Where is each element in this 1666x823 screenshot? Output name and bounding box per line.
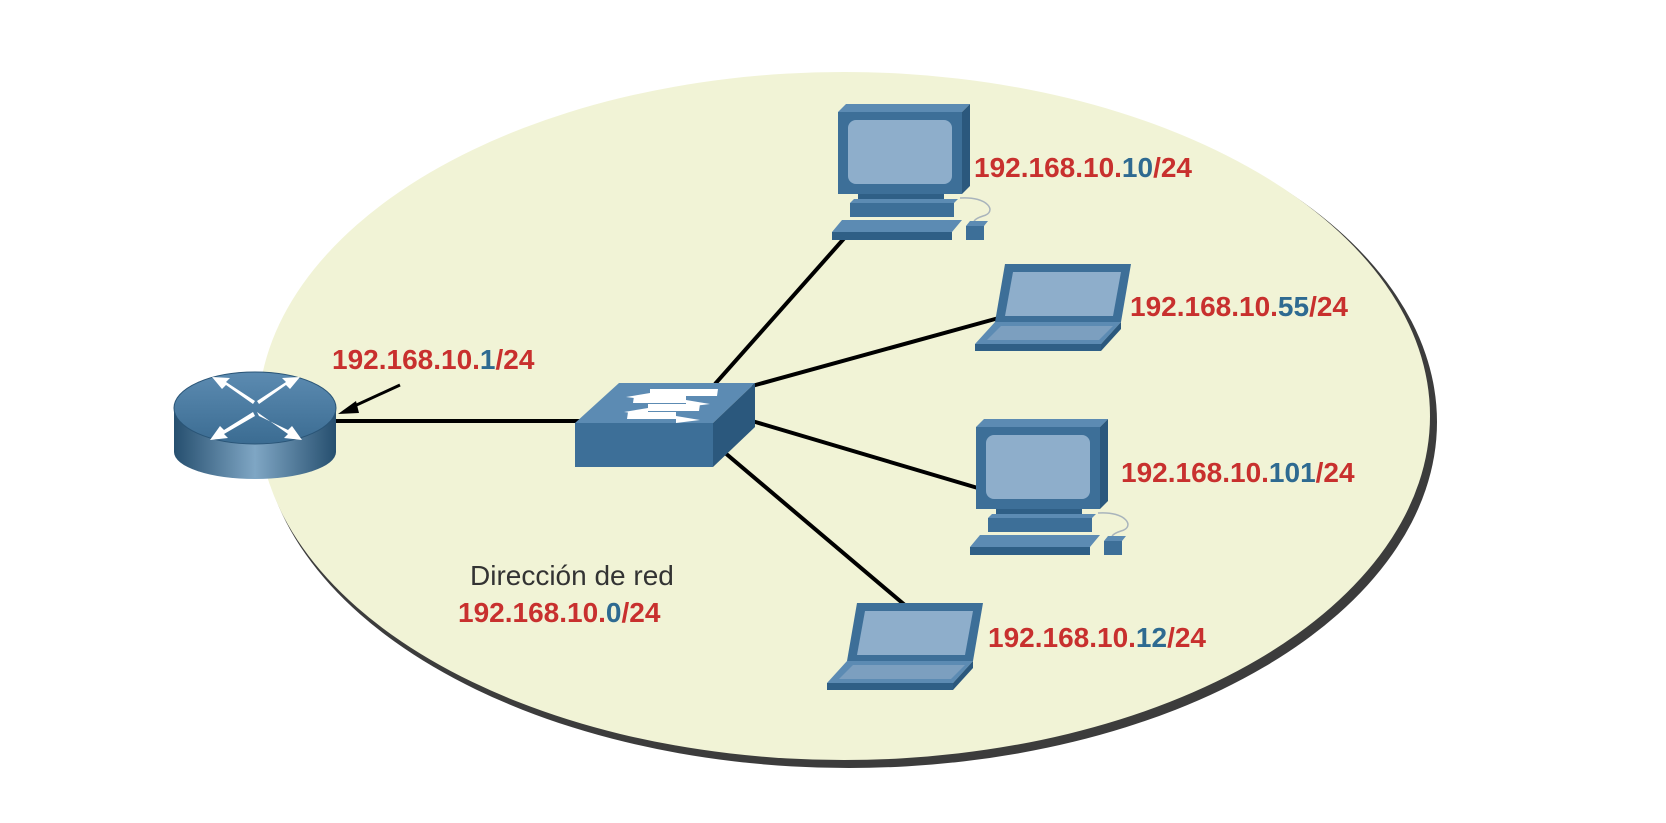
network-part: 192.168.10.	[1130, 291, 1278, 322]
link-switch-host-1	[713, 232, 850, 386]
host-part: 12	[1135, 622, 1168, 653]
prefix-length: /24	[1315, 457, 1355, 488]
prefix-length: /24	[1167, 622, 1207, 653]
laptop-icon	[827, 603, 983, 690]
host-1-ip-label: 192.168.10.10/24	[974, 152, 1192, 184]
network-ip-label: 192.168.10.0/24	[458, 597, 660, 629]
desktop-computer-icon	[832, 104, 991, 240]
host-part: 55	[1277, 291, 1310, 322]
prefix-length: /24	[495, 344, 535, 375]
network-part: 192.168.10.	[458, 597, 606, 628]
network-address-caption: Dirección de red	[470, 560, 674, 591]
link-switch-host-2	[751, 314, 1007, 388]
host-part: 10	[1121, 152, 1154, 183]
router-ip-label: 192.168.10.1/24	[332, 344, 534, 376]
prefix-length: /24	[1309, 291, 1349, 322]
lan-ellipse	[258, 72, 1430, 760]
links	[330, 232, 1007, 608]
network-part: 192.168.10.	[974, 152, 1122, 183]
host-3-ip-label: 192.168.10.101/24	[1121, 457, 1355, 489]
router-icon	[173, 371, 337, 479]
router-pointer-arrow	[338, 383, 401, 414]
host-part: 1	[479, 344, 496, 375]
network-part: 192.168.10.	[1121, 457, 1269, 488]
link-switch-host-3	[751, 419, 999, 496]
network-part: 192.168.10.	[332, 344, 480, 375]
prefix-length: /24	[621, 597, 661, 628]
host-part: 101	[1268, 457, 1316, 488]
network-part: 192.168.10.	[988, 622, 1136, 653]
host-2-ip-label: 192.168.10.55/24	[1130, 291, 1348, 323]
desktop-computer-icon	[970, 419, 1129, 555]
host-part: 0	[605, 597, 622, 628]
link-switch-host-4	[722, 450, 908, 608]
host-4-ip-label: 192.168.10.12/24	[988, 622, 1206, 654]
prefix-length: /24	[1153, 152, 1193, 183]
laptop-icon	[975, 264, 1131, 351]
switch-icon	[575, 383, 755, 467]
